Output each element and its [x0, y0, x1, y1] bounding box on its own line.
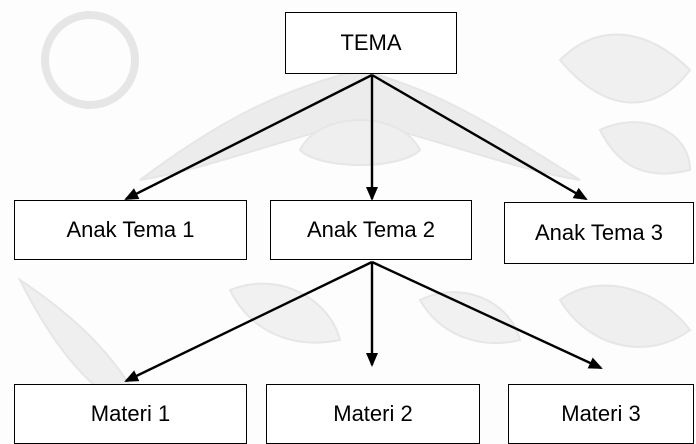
node-anak-tema-3: Anak Tema 3 [504, 202, 694, 264]
arrow-anak-tema-2-to-materi-1 [124, 260, 373, 383]
arrow-tema-to-anak-tema-1 [124, 73, 373, 201]
node-materi-2: Materi 2 [266, 384, 480, 444]
node-anak-tema-2: Anak Tema 2 [270, 200, 472, 260]
node-anak-tema-1: Anak Tema 1 [14, 200, 247, 260]
node-tema: TEMA [285, 12, 457, 74]
arrow-anak-tema-2-to-materi-3 [371, 260, 603, 370]
node-materi-1: Materi 1 [14, 384, 247, 444]
node-materi-3: Materi 3 [508, 384, 694, 444]
arrow-tema-to-anak-tema-3 [371, 73, 588, 201]
